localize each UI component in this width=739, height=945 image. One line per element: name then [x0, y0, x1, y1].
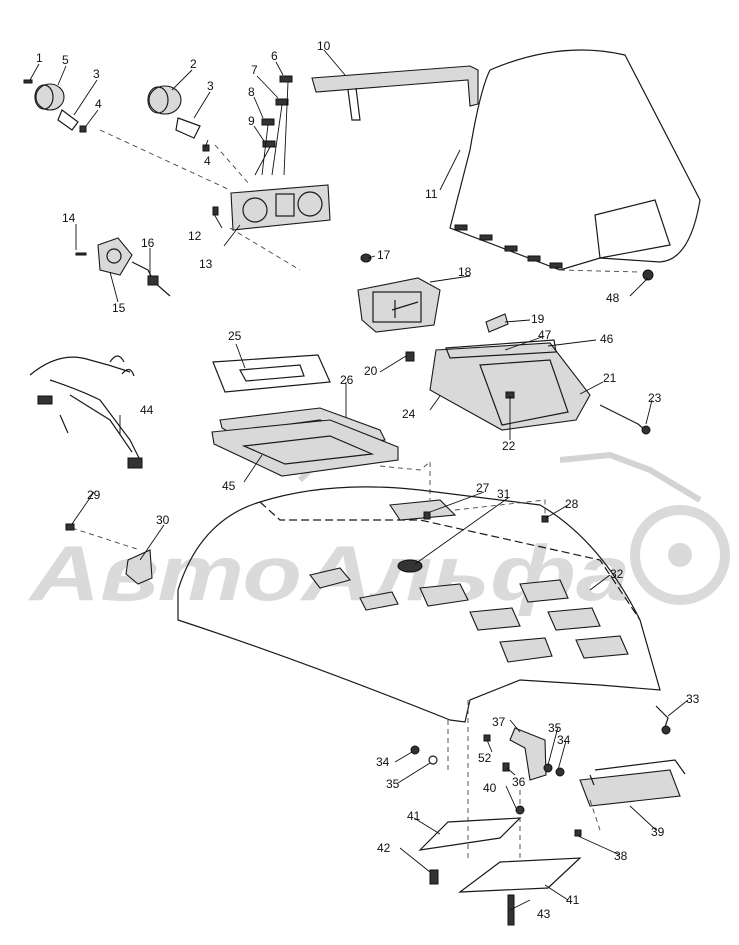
label-46: 46	[600, 332, 614, 346]
bracket-37	[509, 727, 547, 781]
label-2: 2	[190, 57, 197, 71]
screw-12	[212, 206, 219, 216]
label-21: 21	[603, 371, 617, 385]
clip-20	[405, 351, 415, 362]
label-8: 8	[248, 85, 255, 99]
windshield-screw-48	[642, 269, 654, 281]
spring-19	[485, 313, 509, 333]
label-24: 24	[402, 407, 416, 421]
label-4b: 4	[204, 154, 211, 168]
bracket-30	[125, 549, 153, 585]
screw-38	[574, 829, 582, 837]
label-48: 48	[606, 291, 620, 305]
screw-36	[502, 762, 510, 772]
label-16: 16	[141, 236, 155, 250]
part-labels: 1 5 3 4 2 3 4 6 7 8 9 10 11 12 13 14 15 …	[36, 39, 700, 921]
windshield-bar	[311, 65, 479, 107]
label-31: 31	[497, 487, 511, 501]
label-35b: 35	[548, 721, 562, 735]
hood-icon	[177, 486, 661, 723]
label-42: 42	[377, 841, 391, 855]
windshield-icon	[449, 49, 701, 271]
label-44: 44	[140, 403, 154, 417]
label-6: 6	[271, 49, 278, 63]
label-15: 15	[112, 301, 126, 315]
label-5: 5	[62, 53, 69, 67]
label-38: 38	[614, 849, 628, 863]
label-47: 47	[538, 328, 552, 342]
label-32: 32	[610, 567, 624, 581]
label-12: 12	[188, 229, 202, 243]
tachometer-icon	[147, 85, 210, 152]
label-43: 43	[537, 907, 551, 921]
screw-42	[429, 869, 439, 885]
label-27: 27	[476, 481, 490, 495]
mount-41b	[458, 857, 582, 893]
label-4a: 4	[95, 97, 102, 111]
screw-28	[541, 515, 549, 523]
indicator-lamp-8	[261, 118, 275, 126]
gauge-icon	[23, 79, 87, 133]
tray-45	[211, 419, 399, 477]
dash-panel	[230, 184, 331, 231]
label-7: 7	[251, 63, 258, 77]
bulb-17	[360, 253, 372, 263]
label-30: 30	[156, 513, 170, 527]
label-45: 45	[222, 479, 236, 493]
label-25: 25	[228, 329, 242, 343]
nut-34a	[410, 745, 420, 755]
label-10: 10	[317, 39, 331, 53]
label-39: 39	[651, 825, 665, 839]
label-23: 23	[648, 391, 662, 405]
label-26: 26	[340, 373, 354, 387]
label-37: 37	[492, 715, 506, 729]
watermark: АвтоАльфа	[28, 446, 730, 617]
headlight-housing	[429, 339, 591, 431]
label-3a: 3	[93, 67, 100, 81]
ignition-switch	[75, 237, 171, 297]
label-34a: 34	[376, 755, 390, 769]
indicator-lamp-7	[275, 98, 289, 106]
label-22: 22	[502, 439, 516, 453]
label-14: 14	[62, 211, 76, 225]
label-28: 28	[565, 497, 579, 511]
label-40: 40	[483, 781, 497, 795]
indicator-lamp-9	[262, 140, 276, 148]
label-29: 29	[87, 488, 101, 502]
gasket-25	[212, 354, 331, 393]
headlight-icon	[357, 277, 441, 333]
label-13: 13	[199, 257, 213, 271]
wiring-harness-icon	[29, 355, 143, 469]
washer-35a	[428, 755, 438, 765]
nut-34b	[555, 767, 565, 777]
label-18: 18	[458, 265, 472, 279]
label-11: 11	[425, 187, 438, 201]
leader-lines	[29, 49, 689, 911]
label-36: 36	[512, 775, 526, 789]
indicator-lamp-6	[279, 75, 293, 83]
mount-41a	[418, 817, 522, 851]
label-20: 20	[364, 364, 378, 378]
screw-27	[423, 511, 431, 520]
label-3b: 3	[207, 79, 214, 93]
label-41a: 41	[407, 809, 421, 823]
label-19: 19	[531, 312, 545, 326]
label-17: 17	[377, 248, 391, 262]
label-41b: 41	[566, 893, 580, 907]
washer-35b	[543, 763, 553, 773]
label-34b: 34	[557, 733, 571, 747]
rivet-29	[65, 523, 75, 531]
label-52: 52	[478, 751, 492, 765]
label-35a: 35	[386, 777, 400, 791]
plate-39	[579, 769, 681, 807]
label-33: 33	[686, 692, 700, 706]
label-1: 1	[36, 51, 43, 65]
label-9: 9	[248, 114, 255, 128]
bolt-23	[641, 425, 651, 435]
